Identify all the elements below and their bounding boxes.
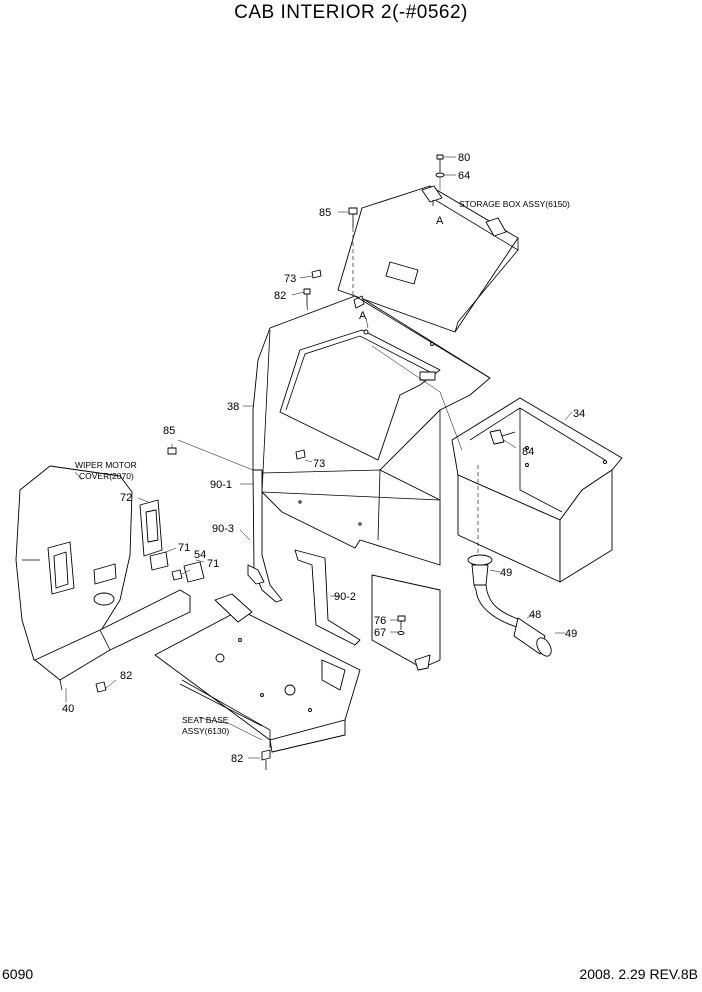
- note-seat-line2: ASSY(6130): [182, 726, 229, 736]
- callout-38: 38: [227, 401, 239, 413]
- parts-71-54: [149, 547, 205, 583]
- air-duct-48: [467, 554, 565, 657]
- callout-64: 64: [458, 170, 470, 182]
- revision-stamp: 2008. 2.29 REV.8B: [579, 966, 698, 982]
- callout-82a: 82: [274, 290, 286, 302]
- bolt-85-top: [338, 207, 358, 298]
- callout-49b: 49: [565, 628, 577, 640]
- callout-82c: 82: [231, 753, 243, 765]
- side-panel-90-1: [239, 469, 283, 603]
- callout-80: 80: [458, 152, 470, 164]
- note-seat-line1: SEAT BASE: [182, 715, 229, 725]
- callout-90-2: 90-2: [334, 591, 356, 603]
- storage-box-34: [451, 397, 623, 583]
- callout-40: 40: [62, 703, 74, 715]
- screw-73-lower: [295, 449, 313, 463]
- note-wiper-line2: COVER(2070): [79, 471, 134, 481]
- callout-90-3: 90-3: [212, 523, 234, 535]
- bottom-cover-40: [34, 589, 191, 702]
- note-storage-box: STORAGE BOX ASSY(6150): [459, 199, 570, 209]
- callout-71b: 71: [207, 558, 219, 570]
- leader-lines: [167, 317, 463, 471]
- storage-box-lid: [337, 185, 519, 333]
- callout-72: 72: [120, 492, 132, 504]
- callout-85a: 85: [319, 207, 331, 219]
- bolt-84: [489, 429, 517, 449]
- rear-panel-38: [243, 295, 491, 566]
- callout-34: 34: [573, 408, 585, 420]
- switch-plate-72: [137, 497, 163, 557]
- side-panel-right: [371, 574, 441, 671]
- ref-a-lid: A: [436, 215, 444, 227]
- page-number: 6090: [2, 966, 34, 982]
- seat-base: [154, 593, 361, 770]
- callout-67: 67: [374, 627, 386, 639]
- callout-54: 54: [194, 549, 206, 561]
- wiper-motor-cover: [15, 465, 133, 666]
- page-title: CAB INTERIOR 2(-#0562): [234, 2, 468, 23]
- callout-82b: 82: [120, 670, 132, 682]
- bolt-80: [435, 154, 456, 190]
- callout-48: 48: [529, 609, 541, 621]
- callout-71a: 71: [178, 542, 190, 554]
- callout-73b: 73: [313, 458, 325, 470]
- callout-76: 76: [374, 615, 386, 627]
- callout-labels: 80 64 85 73 82 38 34 85 73 84 90-1 72 90…: [62, 152, 585, 765]
- ref-a-panel: A: [359, 310, 367, 322]
- callout-90-1: 90-1: [210, 479, 232, 491]
- callout-49a: 49: [500, 567, 512, 579]
- callout-73a: 73: [284, 273, 296, 285]
- callout-84: 84: [522, 446, 534, 458]
- callout-85b: 85: [163, 425, 175, 437]
- note-wiper-line1: WIPER MOTOR: [75, 460, 137, 470]
- bracket-90-2: [294, 549, 361, 646]
